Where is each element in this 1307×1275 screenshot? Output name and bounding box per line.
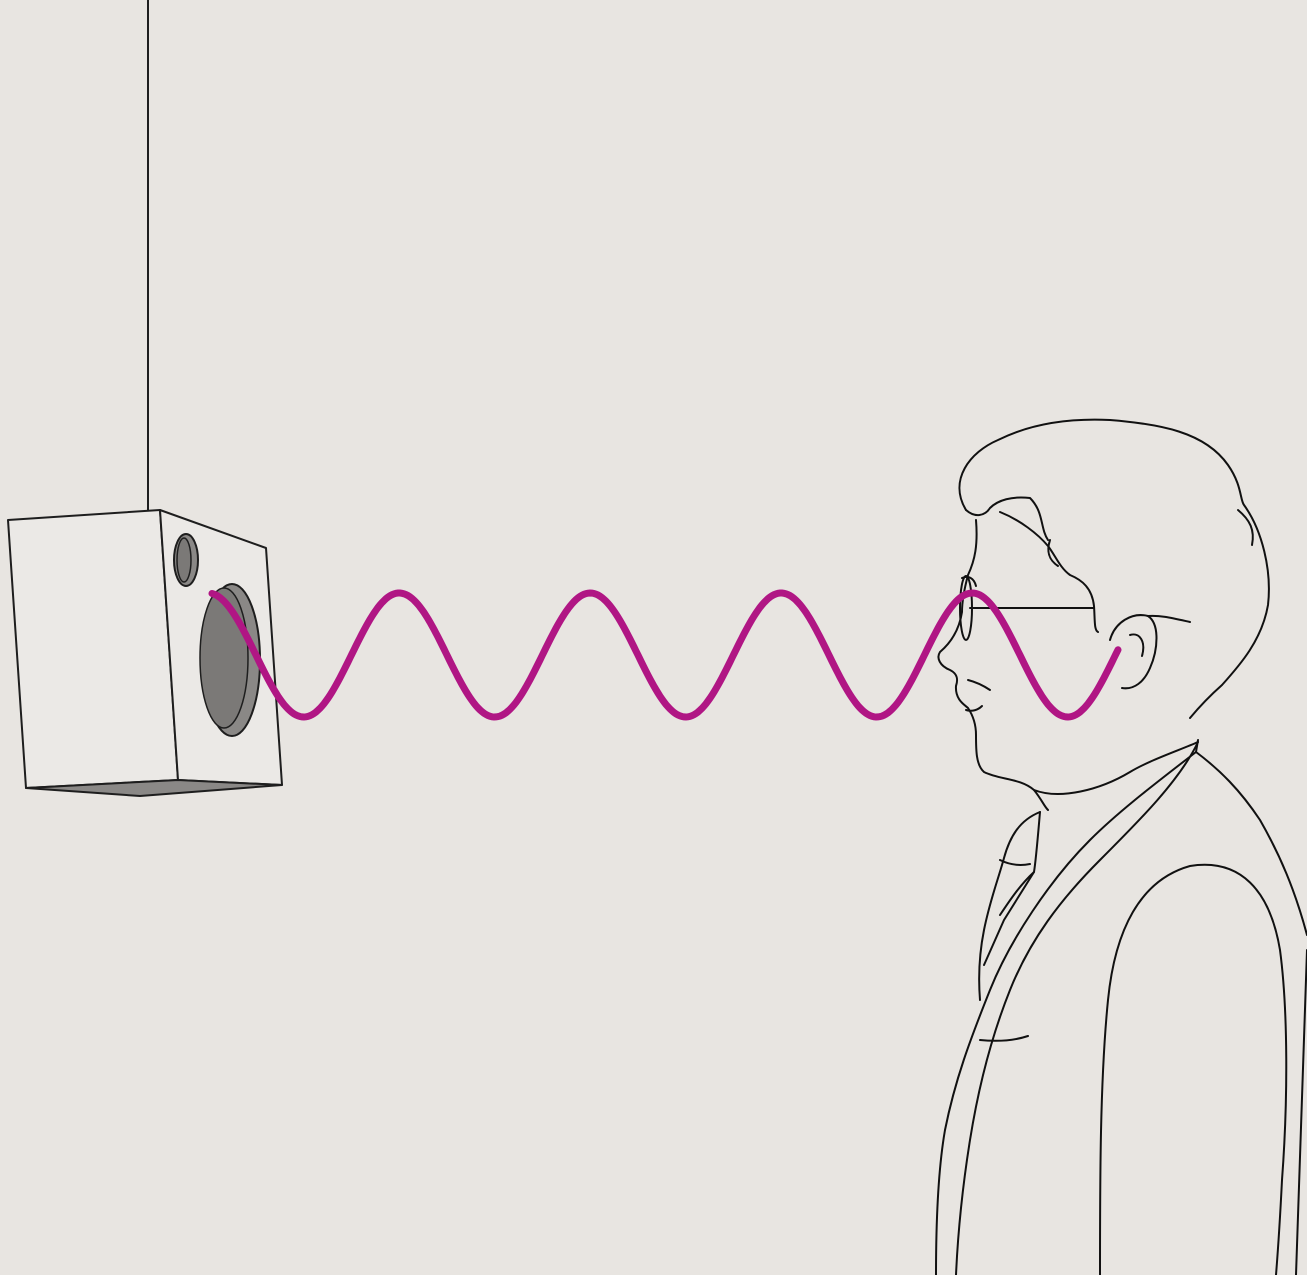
person-glasses — [959, 575, 1095, 641]
person-collar — [978, 811, 1041, 1001]
speaker-front — [7, 509, 179, 789]
person-hair — [958, 418, 1270, 719]
person-face — [937, 519, 1049, 811]
person-arm — [1099, 863, 1288, 1275]
sound-wave-icon — [208, 589, 1122, 721]
speaker-bottom — [25, 779, 283, 797]
person-tie — [983, 871, 1035, 966]
person-ear — [1109, 614, 1158, 690]
speaker-icon — [7, 509, 283, 797]
person-icon — [935, 418, 1307, 1275]
person-jacket — [935, 739, 1199, 1275]
speaker-woofer — [199, 587, 249, 729]
